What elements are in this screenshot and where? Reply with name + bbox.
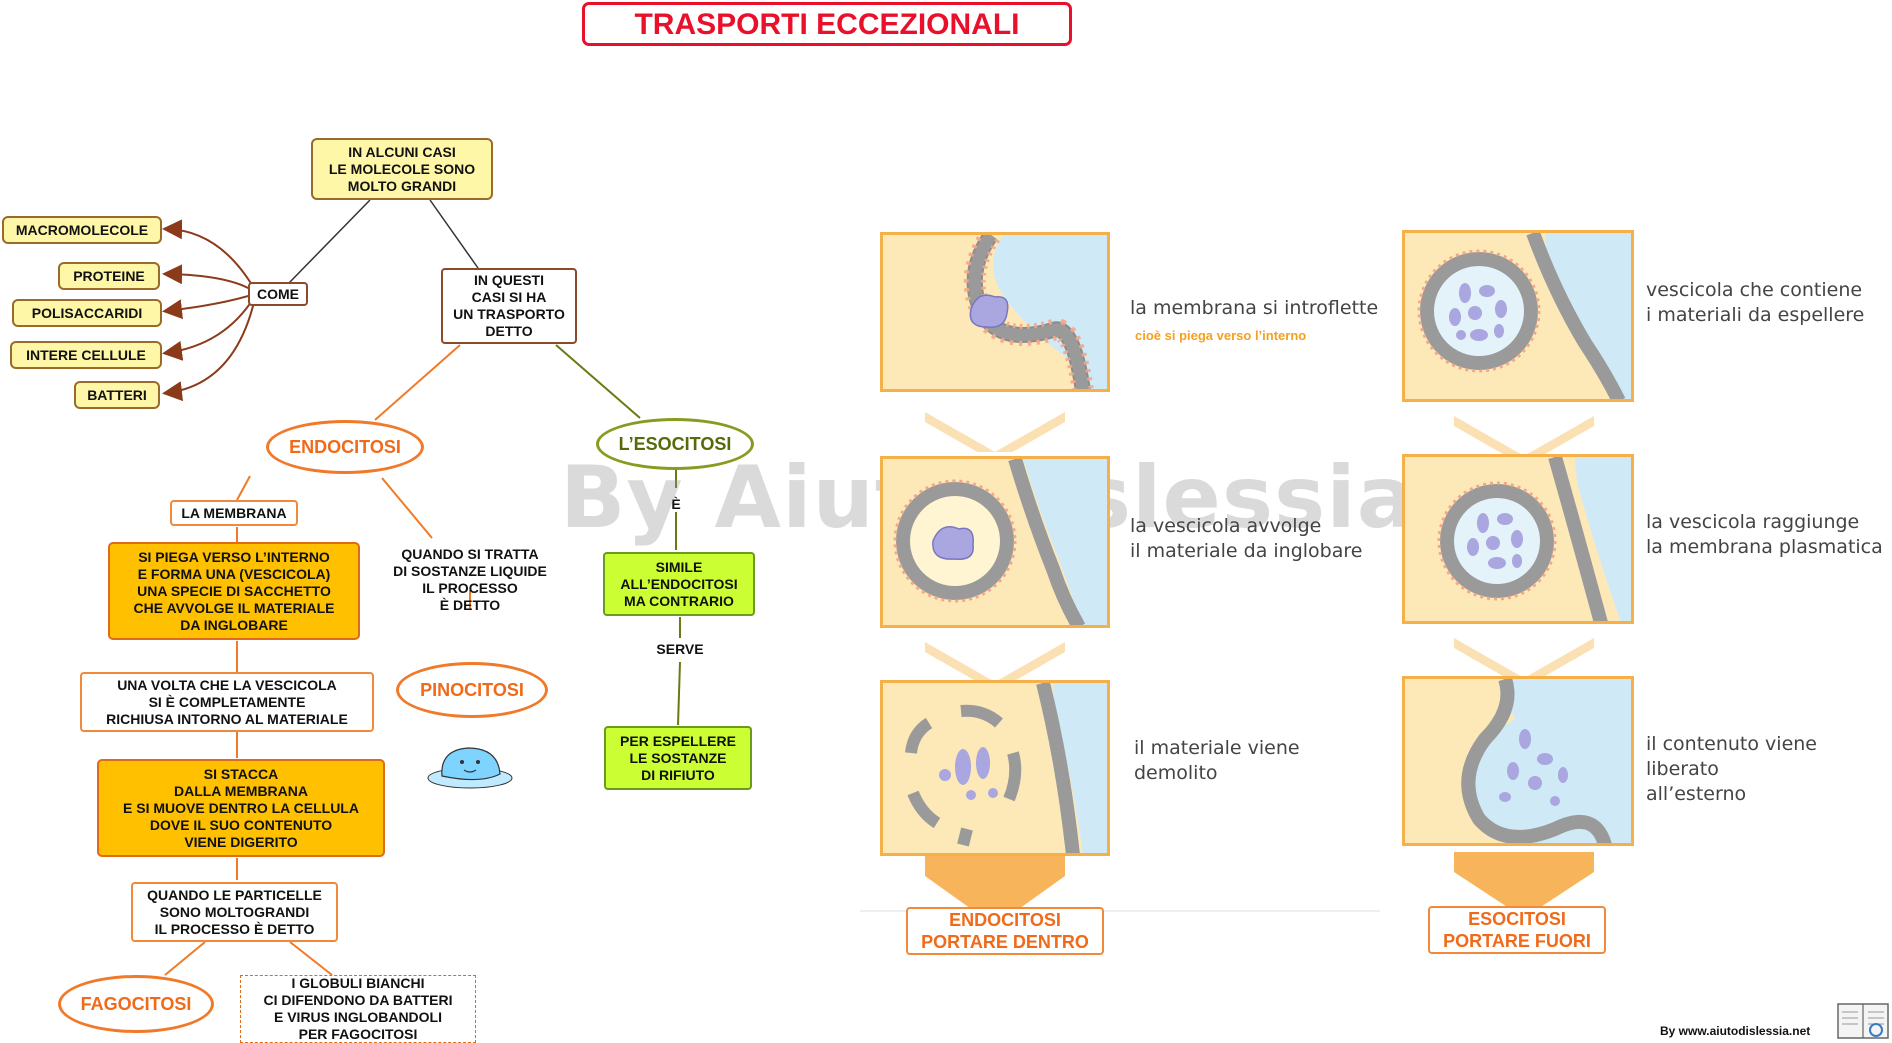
esocitosi-ellipse: L’ESOCITOSI [596,418,754,470]
endocitosi-illustrations: la membrana si introflette cioè si piega… [860,220,1380,1000]
endo-panel-1 [880,232,1110,392]
page-title: TRASPORTI ECCEZIONALI [582,2,1072,46]
chevron-down-icon [1454,416,1594,456]
example-polisaccaridi: POLISACCARIDI [12,299,162,327]
in-questi-node: IN QUESTI CASI SI HA UN TRASPORTO DETTO [441,268,577,344]
la-membrana-node: LA MEMBRANA [170,500,298,526]
eso-panel-1 [1402,230,1634,402]
endo-panel-2 [880,456,1110,628]
example-intere-cellule: INTERE CELLULE [10,341,162,369]
water-drop-icon [427,747,513,789]
eso-caption-1: vescicola che contiene i materiali da es… [1646,279,1865,326]
endo-divider [860,910,1380,912]
fagocitosi-ellipse: FAGOCITOSI [58,975,214,1033]
arrow-down-icon [925,856,1065,926]
chevron-down-icon [1454,638,1594,678]
e-label: È [671,496,681,512]
si-piega-node: SI PIEGA VERSO L’INTERNO E FORMA UNA (VE… [108,542,360,640]
root-concept: IN ALCUNI CASI LE MOLECOLE SONO MOLTO GR… [311,138,493,200]
chevron-down-icon [925,412,1065,452]
simile-node: SIMILE ALL’ENDOCITOSI MA CONTRARIO [603,552,755,616]
example-macromolecole: MACROMOLECOLE [2,216,162,244]
endo-caption-3: il materiale viene demolito [1134,737,1300,784]
esocitosi-label: ESOCITOSI PORTARE FUORI [1428,906,1606,954]
arrow-down-icon [1454,852,1594,918]
pinocitosi-ellipse: PINOCITOSI [396,662,548,718]
quando-liquide-text: QUANDO SI TRATTA DI SOSTANZE LIQUIDE IL … [393,546,547,613]
quando-particelle-node: QUANDO LE PARTICELLE SONO MOLTOGRANDI IL… [131,882,338,942]
come-node: COME [248,282,308,306]
example-proteine: PROTEINE [58,262,160,290]
globuli-note: I GLOBULI BIANCHI CI DIFENDONO DA BATTER… [240,975,476,1043]
endo-caption-1: la membrana si introflette [1130,297,1379,319]
espellere-node: PER ESPELLERE LE SOSTANZE DI RIFIUTO [604,726,752,790]
endo-panel-3 [880,680,1110,856]
endo-note: cioè si piega verso l’interno [1135,328,1307,343]
eso-panel-3 [1402,676,1634,846]
si-stacca-node: SI STACCA DALLA MEMBRANA E SI MUOVE DENT… [97,759,385,857]
serve-label: SERVE [656,641,704,657]
endocitosi-label: ENDOCITOSI PORTARE DENTRO [906,907,1104,955]
endo-caption-2: la vescicola avvolge il materiale da ing… [1130,515,1363,562]
eso-caption-2: la vescicola raggiunge la membrana plasm… [1646,511,1883,558]
eso-caption-3: il contenuto viene liberato all’esterno [1646,733,1817,805]
una-volta-node: UNA VOLTA CHE LA VESCICOLA SI È COMPLETA… [80,672,374,732]
footer-credit: By www.aiutodislessia.net [1660,1024,1811,1038]
esocitosi-illustrations: vescicola che contiene i materiali da es… [1390,220,1890,1000]
eso-panel-2 [1402,454,1634,624]
example-batteri: BATTERI [74,381,160,409]
chevron-down-icon [925,642,1065,682]
endocitosi-ellipse: ENDOCITOSI [266,420,424,474]
book-logo-icon [1837,1003,1889,1039]
